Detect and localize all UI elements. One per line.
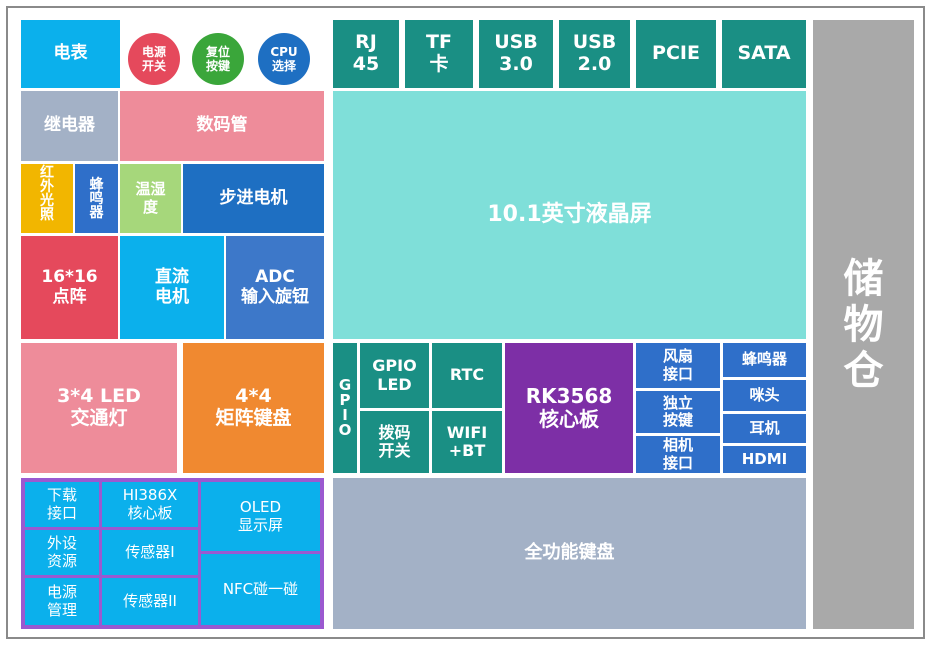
nfc-block: NFC碰一碰 (201, 554, 320, 625)
rk3568-core-block: RK3568 核心板 (505, 343, 633, 473)
usb3-port: USB 3.0 (479, 20, 553, 88)
sensor1-block: 传感器I (102, 530, 198, 575)
adc-knob-block: ADC 输入旋钮 (226, 236, 324, 339)
humiture-block: 温湿 度 (120, 164, 181, 233)
fan-port-block: 风扇 接口 (636, 343, 720, 388)
dip-switch-block: 拨码 开关 (360, 411, 429, 473)
full-keyboard-block: 全功能键盘 (333, 478, 806, 629)
relay-block: 继电器 (21, 91, 118, 161)
matrix-keypad-block: 4*4 矩阵键盘 (183, 343, 324, 473)
usb2-port: USB 2.0 (559, 20, 630, 88)
download-port-block: 下载 接口 (25, 482, 99, 527)
wifi-bt-block: WIFI +BT (432, 411, 502, 473)
power-switch-circle: 电源 开关 (128, 33, 180, 85)
board-frame: 电表 电源 开关 复位 按键 CPU 选择 继电器 数码管 红 外 光 照 蜂 … (6, 6, 925, 639)
independent-key-block: 独立 按键 (636, 391, 720, 433)
rtc-block: RTC (432, 343, 502, 408)
infrared-block: 红 外 光 照 (21, 164, 73, 233)
digital-tube-block: 数码管 (120, 91, 324, 161)
cpu-select-circle: CPU 选择 (258, 33, 310, 85)
pcie-port: PCIE (636, 20, 716, 88)
traffic-light-block: 3*4 LED 交通灯 (21, 343, 177, 473)
dc-motor-block: 直流 电机 (120, 236, 224, 339)
hi386x-core-block: HI386X 核心板 (102, 482, 198, 527)
gpio-led-block: GPIO LED (360, 343, 429, 408)
camera-port-block: 相机 接口 (636, 436, 720, 473)
peripheral-block: 外设 资源 (25, 530, 99, 575)
meter-block: 电表 (21, 20, 120, 88)
oled-block: OLED 显示屏 (201, 482, 320, 551)
buzzer-block: 蜂鸣器 (723, 343, 806, 377)
buzzer-small-block: 蜂 鸣 器 (75, 164, 118, 233)
stepper-motor-block: 步进电机 (183, 164, 324, 233)
rj45-port: RJ 45 (333, 20, 399, 88)
reset-key-circle: 复位 按键 (192, 33, 244, 85)
power-mgmt-block: 电源 管理 (25, 578, 99, 625)
mic-block: 咪头 (723, 380, 806, 411)
lcd-screen-block: 10.1英寸液晶屏 (333, 91, 806, 339)
sensor2-block: 传感器II (102, 578, 198, 625)
hdmi-block: HDMI (723, 446, 806, 473)
storage-compartment-block: 储 物 仓 (813, 20, 914, 629)
sata-port: SATA (722, 20, 806, 88)
gpio-block: G P I O (333, 343, 357, 473)
tf-card-port: TF 卡 (405, 20, 473, 88)
dot-matrix-block: 16*16 点阵 (21, 236, 118, 339)
earphone-block: 耳机 (723, 414, 806, 443)
